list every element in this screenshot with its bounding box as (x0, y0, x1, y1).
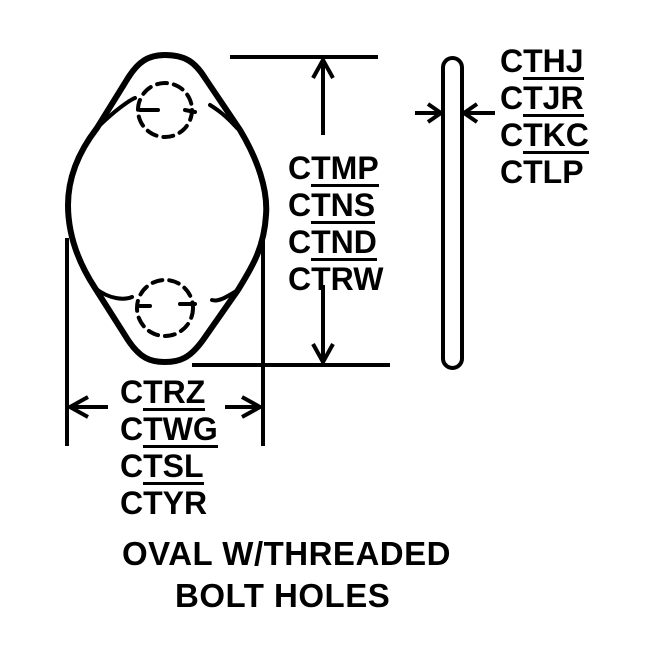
width-code-list: CTRZ CTWG CTSL CTYR (120, 374, 218, 522)
arrow-right-icon (241, 395, 265, 419)
width-code: CTWG (120, 411, 218, 448)
diagram-title-line-2: BOLT HOLES (175, 577, 391, 614)
arrow-down-icon (311, 343, 335, 367)
body-arc (93, 286, 134, 301)
thickness-code: CTKC (500, 117, 589, 154)
width-code: CTYR (120, 485, 208, 521)
thickness-code: CTJR (500, 80, 584, 117)
thickness-code-list: CTHJ CTJR CTKC CTLP (500, 43, 589, 191)
height-code-list: CTMP CTNS CTND CTRW (288, 150, 383, 298)
arrow-up-icon (311, 55, 335, 79)
oval-flange-outline (64, 51, 270, 366)
bottom-bolt-hole (135, 278, 195, 338)
arrow-left-icon (65, 395, 89, 419)
height-code: CTMP (288, 150, 379, 187)
height-code: CTNS (288, 187, 376, 224)
thickness-code: CTHJ (500, 43, 584, 80)
diagram-title-line-1: OVAL W/THREADED (122, 535, 451, 572)
side-view-slot (441, 56, 464, 370)
width-code: CTSL (120, 448, 204, 485)
height-code: CTRW (288, 261, 384, 297)
width-code: CTRZ (120, 374, 206, 411)
body-arc (210, 288, 240, 303)
arrow-right-icon (426, 102, 445, 124)
thickness-code: CTLP (500, 154, 584, 190)
arrow-left-icon (460, 102, 479, 124)
body-arc (208, 103, 239, 130)
hole-centerlines (138, 108, 197, 308)
body-arc (95, 96, 137, 130)
height-code: CTND (288, 224, 377, 261)
